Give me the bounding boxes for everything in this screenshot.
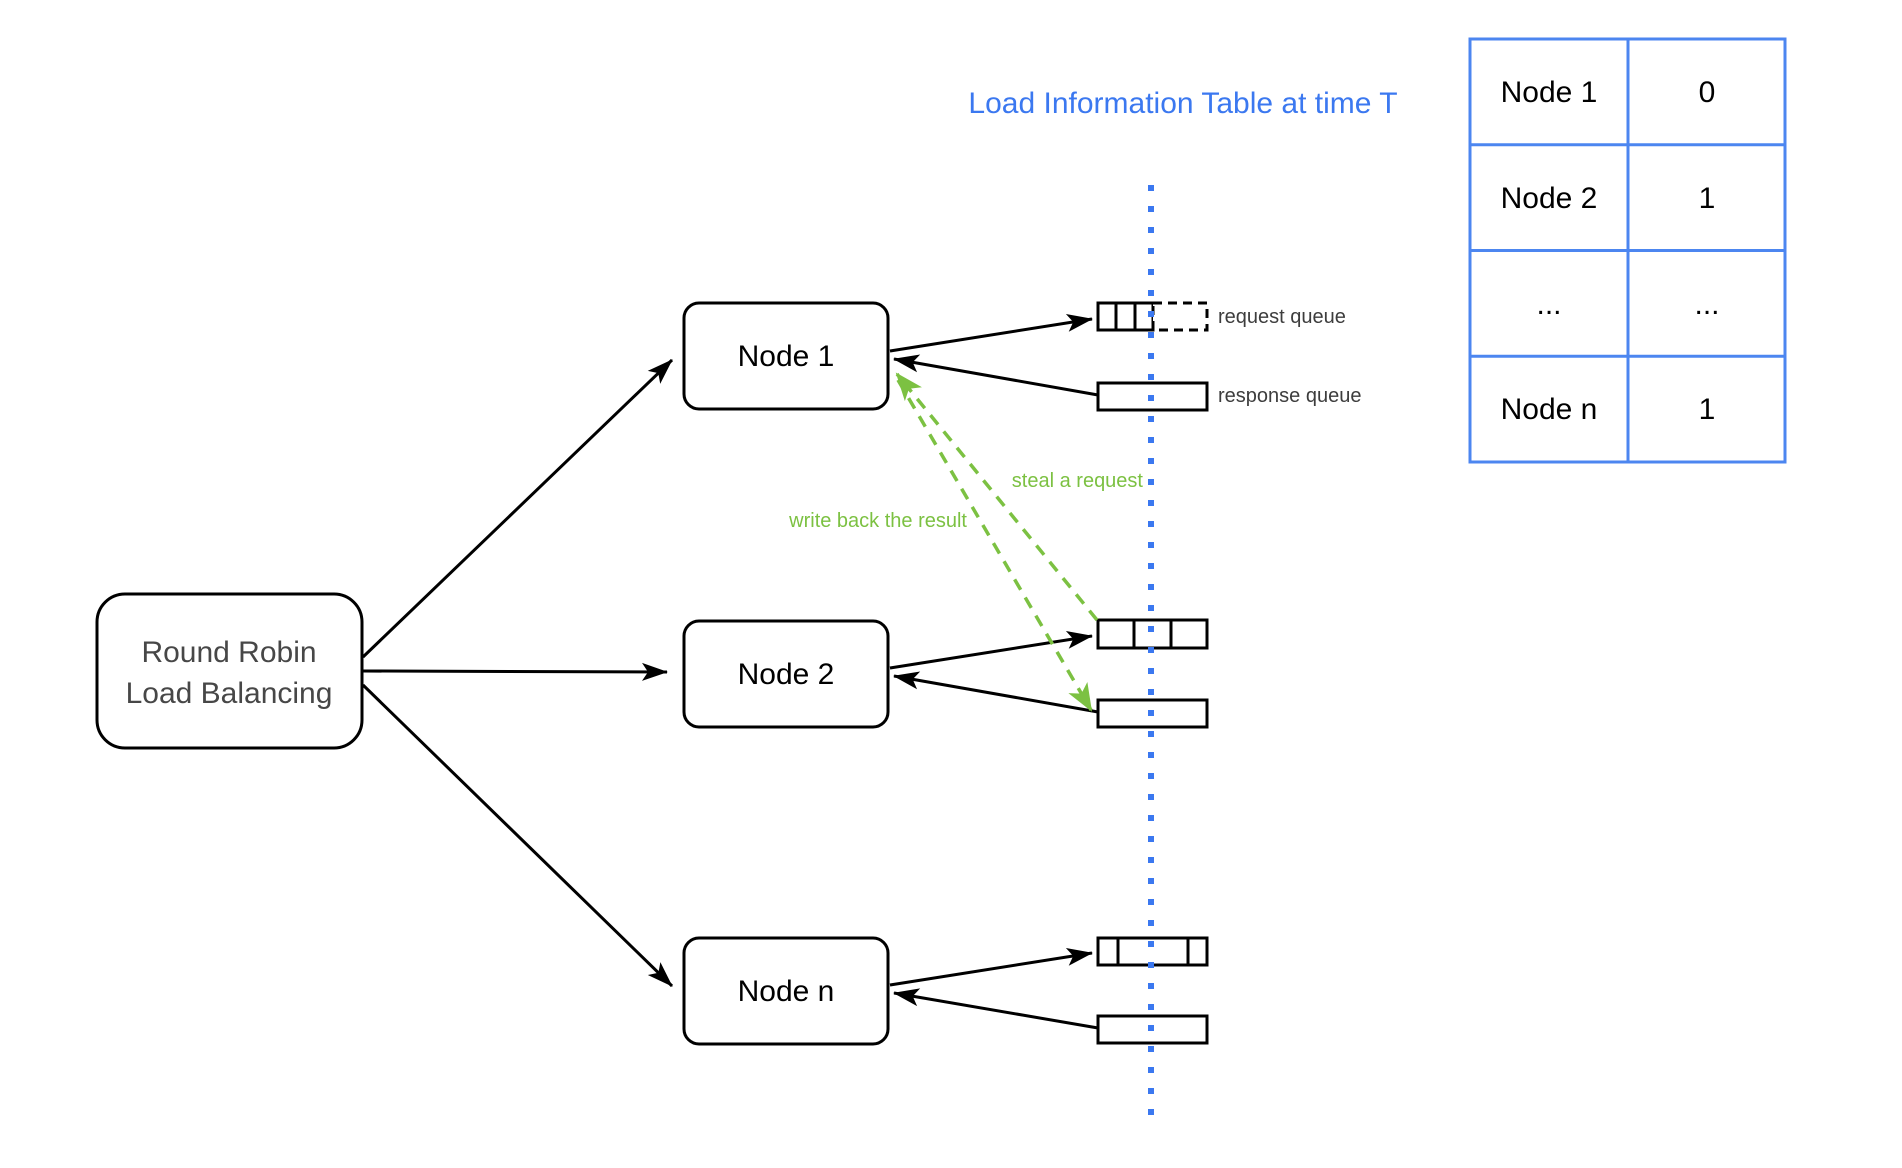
table-cell-node-name: Node 1 (1501, 76, 1598, 109)
load-balancer-label-line2: Load Balancing (126, 677, 333, 710)
table-cell-node-name: Node 2 (1501, 182, 1598, 215)
table-cell-node-name: ... (1536, 288, 1561, 321)
arrow-node-n-to-request-queue (889, 948, 1093, 987)
queue-empty-dashed-section (1151, 301, 1209, 332)
arrow-response-queue-to-node-n (893, 988, 1099, 1030)
queue-rect (1096, 618, 1209, 650)
node-n-box: Node n (682, 936, 890, 1046)
arrow-response-queue-to-node-1 (893, 354, 1099, 397)
arrow-node-2-to-request-queue (889, 631, 1093, 670)
steal-request-arrow (895, 372, 1099, 622)
arrow-balancer-to-node-n (361, 683, 674, 988)
load-balancer-label-line1: Round Robin (141, 636, 316, 669)
node-2-label: Node 2 (738, 658, 835, 691)
steal-request-label: steal a request (1012, 470, 1144, 492)
load-information-table-title: Load Information Table at time T (968, 87, 1397, 120)
node-1-label: Node 1 (738, 340, 835, 373)
table-cell-node-name: Node n (1501, 393, 1598, 426)
write-back-result-label: write back the result (788, 510, 967, 532)
load-information-table: Node 1 0 Node 2 1 ... ... Node n 1 (1468, 37, 1787, 464)
arrow-balancer-to-node-2 (362, 662, 668, 681)
response-queue-label: response queue (1218, 385, 1361, 407)
node-n-label: Node n (738, 975, 835, 1008)
load-balancer-rect (95, 592, 364, 750)
arrow-response-queue-to-node-2 (893, 671, 1099, 714)
node-n-rect (682, 936, 890, 1046)
node-2-box: Node 2 (682, 619, 890, 729)
queue-filled-cells (1096, 301, 1155, 332)
arrow-balancer-to-node-1 (361, 358, 674, 659)
write-back-result-arrow (896, 379, 1093, 712)
node-1-rect (682, 301, 890, 411)
node-2-request-queue (1096, 618, 1209, 650)
table-cell-load-value: 1 (1699, 393, 1716, 426)
request-queue-label: request queue (1218, 306, 1346, 328)
load-balancer-box: Round Robin Load Balancing (95, 592, 364, 750)
node-1-box: Node 1 (682, 301, 890, 411)
table-cell-load-value: 1 (1699, 182, 1716, 215)
node-2-rect (682, 619, 890, 729)
table-cell-load-value: 0 (1699, 76, 1716, 109)
arrow-node-1-to-request-queue (889, 314, 1093, 353)
table-cell-load-value: ... (1694, 288, 1719, 321)
